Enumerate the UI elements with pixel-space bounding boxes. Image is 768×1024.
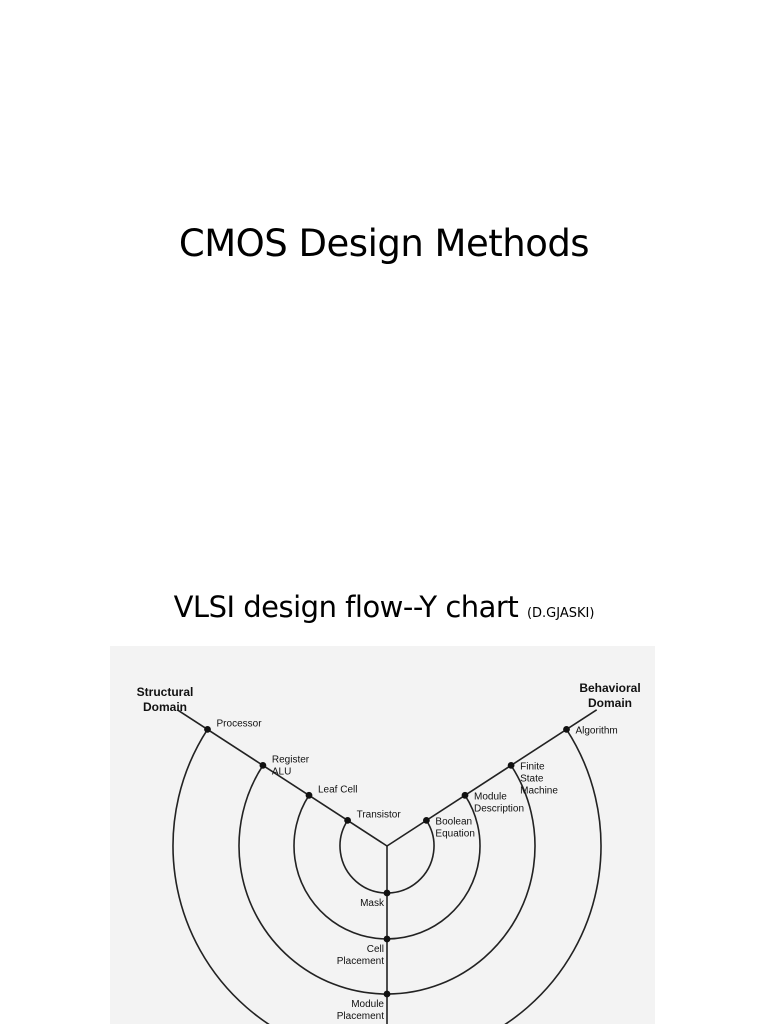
structural-axis	[176, 709, 388, 847]
structural-level-1: Processor	[217, 718, 263, 729]
abstraction-ring-4	[172, 728, 602, 1024]
structural-node-3	[259, 762, 267, 769]
diagram-background	[110, 646, 655, 1024]
physical-node-3	[383, 990, 391, 998]
behavioral-node-3	[507, 762, 515, 769]
structural-node-2	[305, 791, 313, 799]
slide-heading: VLSI design flow--Y chart (D.GJASKI)	[0, 590, 768, 624]
physical-level-1: Mask	[360, 898, 385, 909]
slide-title: CMOS Design Methods	[178, 222, 590, 265]
heading-attribution: (D.GJASKI)	[526, 606, 595, 621]
behavioral-node-4	[563, 726, 570, 733]
structural-node-4	[204, 726, 211, 733]
structural-level-3: Leaf Cell	[318, 784, 357, 795]
structural-node-1	[344, 817, 351, 824]
heading-text: VLSI design flow--Y chart	[173, 590, 519, 624]
physical-node-1	[383, 889, 391, 897]
behavioral-axis	[386, 709, 598, 847]
physical-node-2	[383, 935, 391, 943]
behavioral-node-2	[461, 791, 469, 799]
structural-level-4: Transistor	[357, 809, 402, 820]
title-slide: CMOS Design Methods	[178, 222, 590, 265]
y-chart-slide: VLSI design flow--Y chart (D.GJASKI) Str…	[0, 590, 768, 1024]
level-nodes	[204, 726, 570, 998]
behavioral-level-1: Algorithm	[575, 725, 617, 736]
behavioral-node-1	[423, 817, 430, 824]
